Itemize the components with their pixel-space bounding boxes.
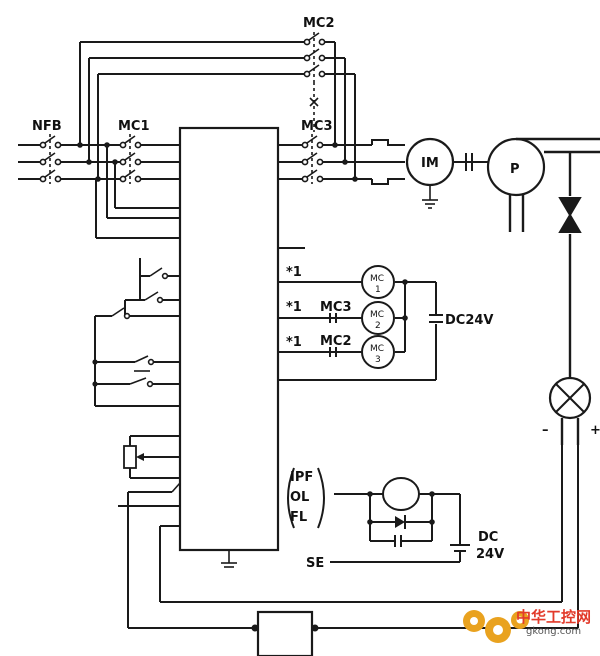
dc24v-coils-label: DC24V xyxy=(445,313,493,328)
coil-mc1-top: MC xyxy=(370,274,384,284)
relay-note-1: *1 xyxy=(286,265,302,280)
sensor-minus-label: – xyxy=(542,423,549,438)
ipf-label: IPF xyxy=(290,470,313,485)
control-input-switches xyxy=(92,258,180,407)
inverter-ground-icon xyxy=(221,550,237,568)
interlock-contacts xyxy=(329,313,337,357)
contact-mc2-label: MC2 xyxy=(320,334,352,349)
mechanical-interlock xyxy=(309,82,319,132)
dc-supply-top-label: DC xyxy=(478,530,498,545)
valve-icon xyxy=(558,197,582,233)
flow-sensor xyxy=(548,376,592,445)
motor-ground-icon xyxy=(422,199,438,209)
inverter-output-lines xyxy=(278,144,302,180)
mc2-contactor xyxy=(303,32,326,82)
fault-bracket-right xyxy=(317,467,325,529)
coil-mc2-num: 2 xyxy=(375,321,381,331)
nfb-breaker xyxy=(39,134,62,184)
mc3-label: MC3 xyxy=(301,119,333,134)
bypass-wiring xyxy=(77,41,305,182)
alarm-circuit xyxy=(330,477,470,563)
mc1-to-inverter-lines xyxy=(141,144,180,180)
coil-output-wiring xyxy=(278,247,443,381)
induction-motor xyxy=(405,137,455,209)
mc2-output-lines xyxy=(325,41,358,182)
coil-mc3-top: MC xyxy=(370,344,384,354)
mc1-contactor xyxy=(119,134,142,184)
analog-input-lines xyxy=(118,482,255,629)
watermark-logo xyxy=(463,610,529,643)
dc-supply-bottom-label: 24V xyxy=(476,547,504,562)
nfb-label: NFB xyxy=(32,119,62,134)
mc1-label: MC1 xyxy=(118,119,150,134)
coil-mc3-num: 3 xyxy=(375,355,381,365)
coil-mc2 xyxy=(361,301,395,335)
pump-label: P xyxy=(510,162,520,177)
coil-mc1-num: 1 xyxy=(375,285,381,295)
motor-pump-coupling xyxy=(453,153,488,171)
relay-note-2: *1 xyxy=(286,300,302,315)
frequency-potentiometer xyxy=(123,435,180,479)
mc2-label: MC2 xyxy=(303,16,335,31)
mc3-contactor xyxy=(301,134,324,184)
se-label: SE xyxy=(306,556,324,571)
contact-mc3-label: MC3 xyxy=(320,300,352,315)
relay-note-3: *1 xyxy=(286,335,302,350)
control-supply-loops xyxy=(95,142,180,239)
fault-bracket-left xyxy=(287,467,295,529)
watermark-url: gkong.com xyxy=(526,626,581,637)
motor-feed-lines xyxy=(323,139,405,185)
watermark-text: 中华工控网 xyxy=(516,608,591,626)
power-input-lines xyxy=(18,144,40,180)
ol-label: OL xyxy=(290,490,309,505)
coil-mc2-top: MC xyxy=(370,310,384,320)
sensor-signal-lines xyxy=(160,445,579,629)
inverter-body xyxy=(178,126,280,552)
coil-mc1 xyxy=(361,265,395,299)
sensor-plus-label: + xyxy=(590,423,600,438)
signal-converter-box xyxy=(251,610,319,656)
motor-label: IM xyxy=(421,156,439,171)
pump xyxy=(486,137,600,232)
fl-label: FL xyxy=(290,510,307,525)
coil-mc3 xyxy=(361,335,395,369)
